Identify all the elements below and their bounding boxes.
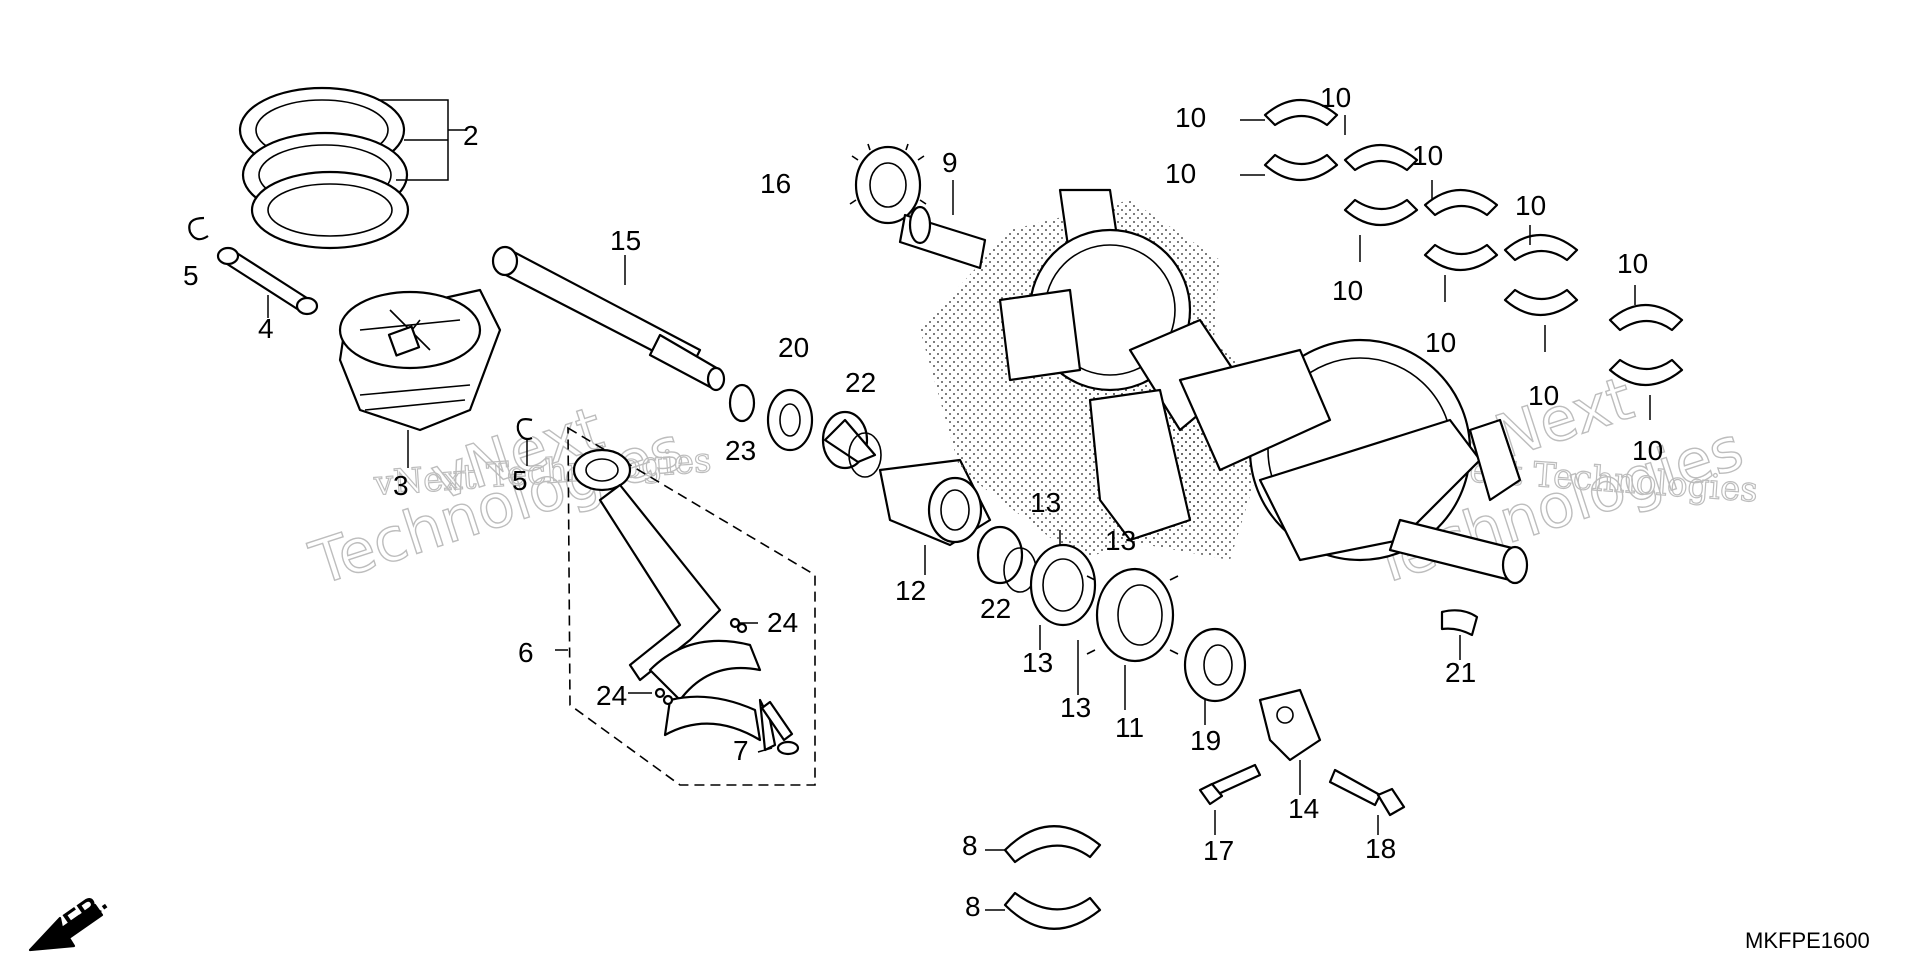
primary-drive-gears [1029, 530, 1179, 710]
label-part-11: 11 [1115, 712, 1144, 743]
diagram-code: MKFPE1600 [1745, 928, 1870, 953]
label-part-22: 22 [845, 367, 876, 398]
label-part-10: 10 [1332, 275, 1363, 306]
label-part-10: 10 [1165, 158, 1196, 189]
drive-gear-16 [849, 143, 927, 225]
piston-pin-clip-icon [516, 418, 533, 441]
label-part-3: 3 [393, 470, 409, 501]
label-part-10: 10 [1412, 140, 1443, 171]
label-part-8: 8 [965, 891, 981, 922]
washer-23 [728, 383, 756, 423]
label-part-12: 12 [895, 575, 926, 606]
label-part-13: 13 [1030, 487, 1061, 518]
label-part-19: 19 [1190, 725, 1221, 756]
rod-bolt [757, 700, 800, 756]
bolt-17 [1198, 763, 1262, 835]
piston-pin-clip-icon [188, 216, 209, 241]
label-part-10: 10 [1528, 380, 1559, 411]
label-part-22: 22 [980, 593, 1011, 624]
dowel-24-lower [654, 687, 666, 699]
label-part-20: 20 [778, 332, 809, 363]
sensor-bracket [1258, 688, 1322, 795]
piston [338, 288, 502, 468]
main-bearings [1240, 98, 1684, 420]
label-part-5: 5 [512, 465, 528, 496]
crankshaft [898, 180, 1529, 585]
callout-labels: 2 3 4 5 5 6 7 8 8 9 10 10 10 10 10 10 10… [183, 82, 1663, 922]
piston-rings [238, 86, 466, 250]
bolt-18 [1328, 768, 1406, 835]
label-part-10: 10 [1425, 327, 1456, 358]
balancer-shaft [491, 245, 726, 392]
label-part-23: 23 [725, 435, 756, 466]
piston-pin [216, 246, 319, 318]
label-part-21: 21 [1445, 657, 1476, 688]
label-part-10: 10 [1632, 435, 1663, 466]
needle-bearing-upper [821, 410, 882, 478]
label-part-24: 24 [596, 680, 627, 711]
woodruff-key [1440, 609, 1479, 637]
label-part-13: 13 [1105, 525, 1136, 556]
label-part-14: 14 [1288, 793, 1319, 824]
label-part-4: 4 [258, 313, 274, 344]
label-part-5: 5 [183, 260, 199, 291]
label-part-13: 13 [1060, 692, 1091, 723]
label-part-18: 18 [1365, 833, 1396, 864]
front-arrow-icon: FR. [28, 886, 112, 952]
washer-20 [766, 388, 814, 452]
label-part-17: 17 [1203, 835, 1234, 866]
label-part-10: 10 [1175, 102, 1206, 133]
rod-bearings [985, 825, 1102, 930]
washer-19 [1183, 627, 1247, 725]
dowel-24-upper [729, 617, 741, 629]
label-part-2: 2 [463, 120, 479, 151]
label-part-10: 10 [1617, 248, 1648, 279]
label-part-16: 16 [760, 168, 791, 199]
label-part-24: 24 [767, 607, 798, 638]
balancer-weight [878, 458, 992, 575]
label-part-8: 8 [962, 830, 978, 861]
label-part-9: 9 [942, 147, 958, 178]
label-part-7: 7 [733, 735, 749, 766]
label-part-10: 10 [1320, 82, 1351, 113]
needle-bearing-lower [976, 525, 1037, 593]
label-part-15: 15 [610, 225, 641, 256]
label-part-6: 6 [518, 637, 534, 668]
label-part-10: 10 [1515, 190, 1546, 221]
label-part-13: 13 [1022, 647, 1053, 678]
